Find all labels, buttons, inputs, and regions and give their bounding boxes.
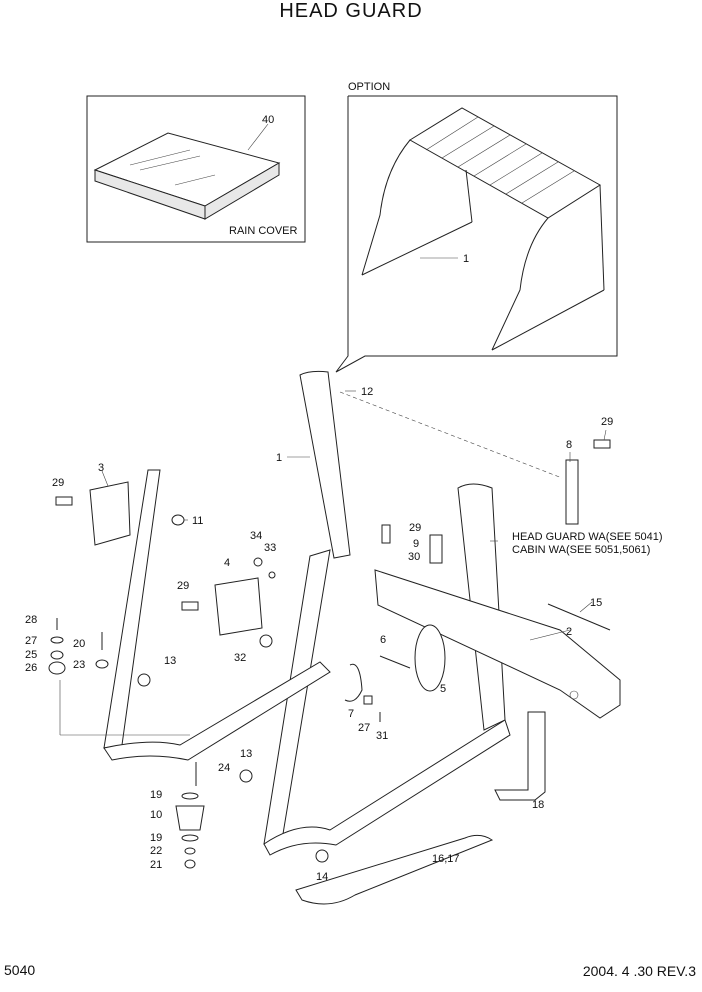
callout-5: 5: [440, 683, 446, 695]
callout-26: 26: [25, 662, 37, 674]
callout-18: 18: [532, 799, 544, 811]
callout-1: 1: [276, 452, 282, 464]
callout-13-bottom: 13: [240, 748, 252, 760]
callout-7: 7: [348, 708, 354, 720]
small-parts: [48, 439, 611, 905]
callout-34: 34: [250, 530, 262, 542]
callout-28: 28: [25, 614, 37, 626]
callout-25: 25: [25, 649, 37, 661]
callout-19-top: 19: [150, 789, 162, 801]
callout-1-option: 1: [463, 253, 469, 265]
head-guard-frame: [103, 370, 621, 856]
callout-29-top-right: 29: [601, 416, 613, 428]
rain-cover-inset: 40 RAIN COVER: [86, 95, 306, 243]
callouts: 12 1 29 8 29 3 11 34 33 29 4 29 9 30 15 …: [25, 386, 613, 883]
callout-29-near-4: 29: [177, 580, 189, 592]
page-number: 5040: [4, 962, 36, 978]
head-guard-reference: HEAD GUARD WA(SEE 5041): [512, 531, 663, 543]
callout-10: 10: [150, 809, 162, 821]
callout-31: 31: [376, 730, 388, 742]
option-inset: OPTION 1: [335, 81, 618, 373]
callout-4: 4: [224, 557, 230, 569]
callout-29-mid: 29: [409, 522, 421, 534]
callout-20: 20: [73, 638, 85, 650]
leader-lines: [59, 390, 607, 736]
callout-32: 32: [234, 652, 246, 664]
revision-date: 2004. 4 .30 REV.3: [582, 963, 696, 979]
callout-21: 21: [150, 859, 162, 871]
callout-11: 11: [192, 515, 203, 527]
callout-15: 15: [590, 597, 602, 609]
callout-33: 33: [264, 542, 276, 554]
callout-29-left: 29: [52, 477, 64, 489]
rain-cover-label: RAIN COVER: [229, 225, 298, 237]
callout-12: 12: [361, 386, 373, 398]
callout-30: 30: [408, 551, 420, 563]
option-label: OPTION: [348, 81, 390, 93]
callout-19-bottom: 19: [150, 832, 162, 844]
callout-3: 3: [98, 462, 104, 474]
callout-14: 14: [316, 871, 328, 883]
callout-9: 9: [413, 538, 419, 550]
callout-13-left: 13: [164, 655, 176, 667]
callout-8: 8: [566, 439, 572, 451]
callout-16-17: 16,17: [432, 853, 460, 865]
callout-6: 6: [380, 634, 386, 646]
callout-27-right: 27: [358, 722, 370, 734]
cabin-reference: CABIN WA(SEE 5051,5061): [512, 544, 650, 556]
callout-2: 2: [566, 626, 572, 638]
callout-24: 24: [218, 762, 230, 774]
callout-40: 40: [262, 114, 274, 126]
callout-23: 23: [73, 659, 85, 671]
callout-27-left: 27: [25, 635, 37, 647]
callout-22: 22: [150, 845, 162, 857]
page-title: HEAD GUARD: [279, 0, 423, 22]
